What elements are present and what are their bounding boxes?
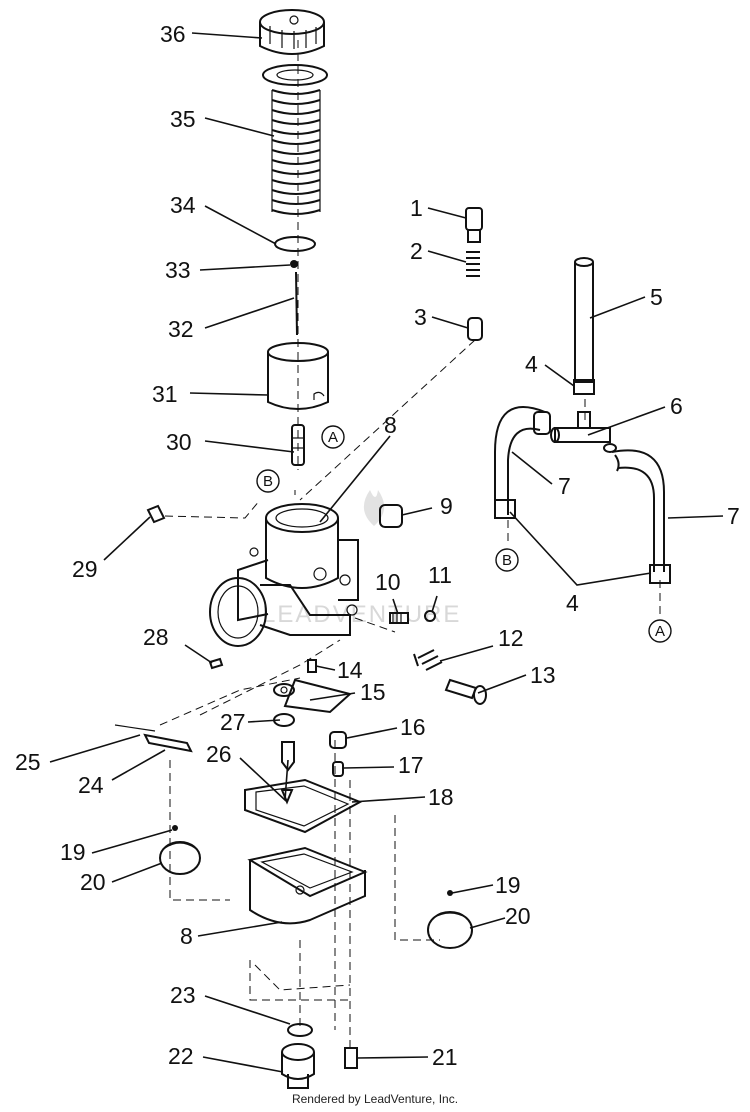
drain-cap [379,504,403,528]
spring-part [271,89,321,215]
drain-plug [281,1043,315,1089]
e-clip [290,260,298,268]
callout-4-top: 4 [525,351,538,377]
plug-pin [146,504,166,524]
callout-22: 22 [168,1043,194,1069]
svg-text:B: B [502,552,512,569]
callout-19-right: 19 [495,872,521,898]
float-pin [114,724,193,753]
air-screw [444,678,487,705]
jet-cap [467,317,483,341]
callout-21: 21 [432,1044,458,1070]
callout-20-right: 20 [505,903,531,929]
float-arm [273,678,353,727]
vent-tube [573,257,595,395]
callout-36: 36 [160,21,186,47]
callout-14: 14 [337,657,363,683]
callout-9: 9 [440,493,453,519]
callout-3: 3 [414,304,427,330]
callout-33: 33 [165,257,191,283]
callout-4-bottom: 4 [566,590,579,616]
spring-small [466,251,480,277]
ref-circle-a: A [648,619,672,643]
callout-16: 16 [400,714,426,740]
callout-5: 5 [650,284,663,310]
callout-17: 17 [398,752,424,778]
leader-lines [49,32,724,1073]
watermark: LEADVENTURE [262,490,461,628]
main-jet-holder [329,731,347,749]
callout-13: 13 [530,662,556,688]
callout-8-top: 8 [384,412,397,438]
body-screw [208,657,224,670]
hose-left [494,406,551,519]
main-jet [332,761,344,777]
ref-circle-b: B [256,469,280,493]
callout-2: 2 [410,238,423,264]
callout-8-bottom: 8 [180,923,193,949]
jet-needle [295,271,298,336]
watermark-text: LEADVENTURE [262,601,461,628]
pilot-jet [307,659,317,673]
callout-24: 24 [78,772,104,798]
callout-18: 18 [428,784,454,810]
plug-dot [447,890,453,896]
ref-circle-a: A [321,425,345,449]
callout-28: 28 [143,624,169,650]
assembly-dashed-lines [159,40,661,1050]
throttle-stop-screw [389,610,436,624]
throttle-valve [267,342,329,410]
svg-text:B: B [263,473,273,490]
callout-19-left: 19 [60,839,86,865]
needle-jet [291,424,305,466]
plug-dot [172,825,178,831]
drain-screw [344,1047,358,1069]
callout-12: 12 [498,625,524,651]
callout-31: 31 [152,381,178,407]
callout-29: 29 [72,556,98,582]
float-bowl [247,846,368,925]
float-right [427,911,473,949]
callout-30: 30 [166,429,192,455]
callout-10: 10 [375,569,401,595]
needle-valve [280,741,295,805]
callout-34: 34 [170,192,196,218]
carburetor-body [209,503,359,647]
cap-washer [262,64,328,86]
callout-20-left: 20 [80,869,106,895]
pilot-air-screw [465,207,483,243]
ref-circle-b: B [495,548,519,572]
callout-27: 27 [220,709,246,735]
svg-text:A: A [328,429,338,446]
callout-25: 25 [15,749,41,775]
footer-credit: Rendered by LeadVenture, Inc. [291,1092,459,1106]
callout-11: 11 [428,562,452,588]
float-left [159,841,201,875]
callout-7-left: 7 [558,473,571,499]
callout-6: 6 [670,393,683,419]
callout-15: 15 [360,679,386,705]
callout-35: 35 [170,106,196,132]
cap-part [259,9,325,55]
callout-7-right: 7 [727,503,740,529]
o-ring [287,1023,313,1037]
callout-26: 26 [206,741,232,767]
needle-clip-plate [274,236,316,252]
callout-32: 32 [168,316,194,342]
hose-right [611,449,671,584]
float-bowl-gasket [244,778,363,834]
t-fitting [550,411,617,453]
svg-text:A: A [655,623,665,640]
callout-1: 1 [410,195,423,221]
air-screw-spring [413,649,443,671]
callout-23: 23 [170,982,196,1008]
